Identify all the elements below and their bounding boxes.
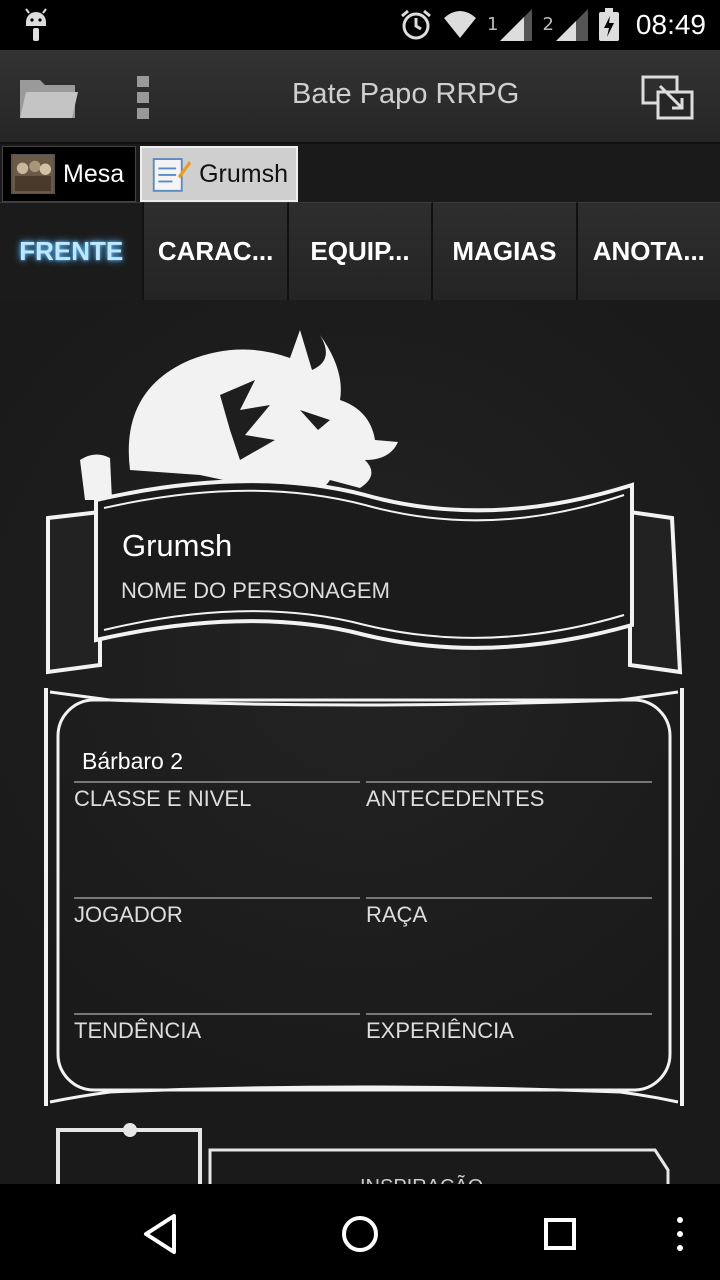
dragon-emblem-icon [80, 330, 398, 500]
clock: 08:49 [635, 9, 706, 40]
folder-icon[interactable] [18, 74, 80, 120]
navigation-bar [0, 1184, 720, 1280]
class-level-value[interactable]: Bárbaro 2 [82, 748, 184, 774]
alignment-underline [74, 1013, 360, 1015]
signal-icon [500, 9, 533, 41]
document-tabs: Mesa Grumsh [0, 144, 720, 202]
wifi-icon [444, 11, 477, 38]
inspiration-label: INSPIRAÇÃO [360, 1176, 483, 1184]
sim2-number: 2 [542, 14, 554, 35]
app-title: Bate Papo RRPG [292, 78, 520, 110]
character-name[interactable]: Grumsh [122, 528, 233, 563]
info-box-frame [44, 688, 684, 1106]
doc-tab-mesa[interactable]: Mesa [2, 146, 136, 202]
action-bar: Bate Papo RRPG [0, 50, 720, 144]
experience-underline [366, 1013, 652, 1015]
next-section-frame [56, 1123, 670, 1184]
character-sheet-icon [152, 158, 192, 192]
tab-anotacoes[interactable]: ANOTA... [577, 202, 720, 300]
mesa-thumbnail-icon [11, 154, 55, 194]
signal-icon [555, 9, 588, 41]
player-underline [74, 897, 360, 899]
character-name-label: NOME DO PERSONAGEM [121, 578, 390, 603]
battery-charging-icon [598, 8, 619, 41]
race-underline [366, 897, 652, 899]
tab-caracteristicas[interactable]: CARAC... [144, 202, 289, 300]
alignment-label: TENDÊNCIA [74, 1018, 202, 1043]
overflow-menu-icon[interactable] [668, 1212, 692, 1256]
sim1-number: 1 [487, 14, 499, 35]
back-icon[interactable] [138, 1212, 182, 1256]
background-label: ANTECEDENTES [366, 786, 545, 811]
tab-magias[interactable]: MAGIAS [433, 202, 578, 300]
alarm-icon [401, 9, 431, 40]
recents-icon[interactable] [538, 1212, 582, 1256]
section-tabs: FRENTE CARAC... EQUIP... MAGIAS ANOTA... [0, 202, 720, 300]
tab-equipamento[interactable]: EQUIP... [288, 202, 434, 300]
race-label: RAÇA [366, 902, 428, 927]
class-level-label: CLASSE E NIVEL [74, 786, 252, 811]
sheet-ornaments [44, 330, 684, 1184]
doc-tab-label: Mesa [63, 159, 125, 188]
android-icon [25, 8, 47, 41]
class-level-underline [74, 781, 360, 783]
doc-tab-grumsh[interactable]: Grumsh [140, 146, 298, 202]
home-icon[interactable] [338, 1212, 382, 1256]
background-underline [366, 781, 652, 783]
doc-tab-label: Grumsh [199, 159, 288, 188]
signal-sim2: 2 [542, 9, 588, 41]
player-label: JOGADOR [74, 902, 183, 927]
status-bar: 1 2 08:49 [0, 0, 720, 50]
signal-sim1: 1 [487, 9, 533, 41]
character-sheet: Grumsh NOME DO PERSONAGEM Bárbaro 2 CLAS… [0, 300, 720, 1184]
overflow-menu-icon[interactable] [135, 74, 151, 122]
swap-window-icon[interactable] [640, 72, 696, 124]
experience-label: EXPERIÊNCIA [366, 1018, 514, 1043]
tab-frente[interactable]: FRENTE [0, 202, 145, 300]
name-banner [46, 479, 683, 675]
